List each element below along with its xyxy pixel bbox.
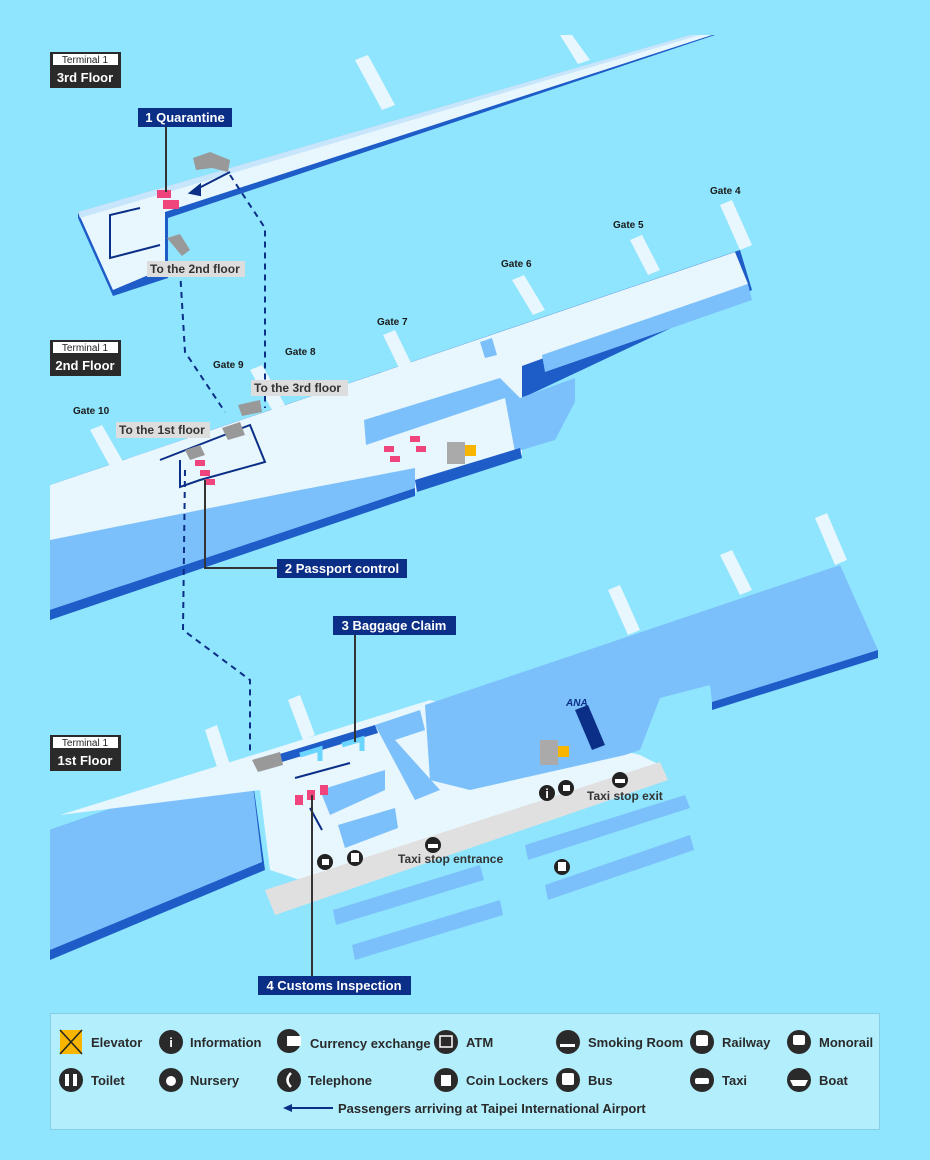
svg-text:Nursery: Nursery [190, 1073, 240, 1088]
legend-elevator: Elevator [59, 1029, 142, 1055]
step-passport-control: 2 Passport control [277, 559, 407, 578]
step-baggage-claim: 3 Baggage Claim [333, 616, 456, 635]
svg-text:4 Customs Inspection: 4 Customs Inspection [266, 978, 401, 993]
legend-monorail: Monorail [787, 1030, 873, 1054]
floor-tag-2nd: Terminal 1 2nd Floor [50, 340, 121, 376]
gate-label: Gate 4 [710, 186, 741, 197]
svg-text:2nd Floor: 2nd Floor [55, 358, 114, 373]
escalator-icon [167, 234, 190, 256]
step-quarantine: 1 Quarantine [138, 108, 232, 127]
legend-currency-exchange: Currency exchange [277, 1029, 431, 1053]
baggage-carousel [299, 745, 323, 761]
svg-text:Monorail: Monorail [819, 1035, 873, 1050]
step-customs-inspection: 4 Customs Inspection [258, 976, 411, 995]
gate-label: Gate 5 [613, 220, 644, 231]
svg-text:Coin Lockers: Coin Lockers [466, 1073, 548, 1088]
svg-text:Passengers arriving at Taipei: Passengers arriving at Taipei Internatio… [338, 1101, 646, 1116]
arrival-route [109, 171, 266, 752]
svg-text:Terminal 1: Terminal 1 [62, 738, 109, 749]
gate-label: Gate 7 [377, 317, 408, 328]
to-3rd-floor-label: To the 3rd floor [254, 381, 341, 395]
legend-atm: ATM [434, 1030, 493, 1054]
legend-information: i Information [159, 1030, 262, 1054]
legend-railway: Railway [690, 1030, 771, 1054]
gate-label: Gate 8 [285, 347, 316, 358]
svg-text:1 Quarantine: 1 Quarantine [145, 110, 224, 125]
currency-exchange-icon [558, 780, 574, 796]
legend-taxi: Taxi [690, 1068, 747, 1092]
information-icon: i [539, 785, 555, 801]
baggage-carousel [341, 735, 365, 751]
currency-exchange-icon [317, 854, 333, 870]
legend-arrival-arrow: Passengers arriving at Taipei Internatio… [283, 1101, 646, 1116]
svg-text:Bus: Bus [588, 1073, 613, 1088]
escalator-icon [193, 152, 230, 172]
gate-label: Gate 10 [73, 406, 110, 417]
elevator-icon [558, 746, 569, 757]
taxi-icon [612, 772, 628, 788]
svg-text:3 Baggage Claim: 3 Baggage Claim [342, 618, 447, 633]
bus-icon [554, 859, 570, 875]
svg-text:Information: Information [190, 1035, 262, 1050]
legend-coin-lockers: Coin Lockers [434, 1068, 548, 1092]
svg-text:1st Floor: 1st Floor [58, 753, 113, 768]
taxi-icon [425, 837, 441, 853]
floor-tag-1st: Terminal 1 1st Floor [50, 735, 121, 771]
legend-telephone: Telephone [277, 1068, 372, 1092]
quarantine-counter [157, 190, 171, 198]
legend-smoking-room: Smoking Room [556, 1030, 683, 1054]
floor-tag-3rd: Terminal 1 3rd Floor [50, 52, 121, 88]
gate-label: Gate 9 [213, 360, 244, 371]
third-floor-plan [78, 35, 715, 296]
svg-text:i: i [545, 786, 549, 801]
svg-text:Toilet: Toilet [91, 1073, 125, 1088]
svg-text:Terminal 1: Terminal 1 [62, 343, 109, 354]
taxi-stop-entrance-label: Taxi stop entrance [398, 852, 503, 866]
svg-text:i: i [169, 1035, 173, 1050]
to-1st-floor-label: To the 1st floor [119, 423, 205, 437]
svg-text:Elevator: Elevator [91, 1035, 142, 1050]
svg-text:Smoking Room: Smoking Room [588, 1035, 683, 1050]
ana-logo: ANA [565, 698, 588, 709]
legend-boat: Boat [787, 1068, 849, 1092]
first-floor-plan: ANA i [50, 513, 878, 960]
taxi-stop-exit-label: Taxi stop exit [587, 789, 663, 803]
bus-icon [347, 850, 363, 866]
quarantine-counter [163, 200, 179, 209]
svg-text:ATM: ATM [466, 1035, 493, 1050]
legend-bus: Bus [556, 1068, 613, 1092]
svg-text:3rd Floor: 3rd Floor [57, 70, 113, 85]
second-floor-plan [50, 200, 752, 620]
svg-text:2 Passport control: 2 Passport control [285, 561, 399, 576]
svg-text:Telephone: Telephone [308, 1073, 372, 1088]
gate-label: Gate 6 [501, 259, 532, 270]
svg-text:Boat: Boat [819, 1073, 849, 1088]
to-2nd-floor-label: To the 2nd floor [150, 262, 240, 276]
elevator-icon [465, 445, 476, 456]
svg-text:Taxi: Taxi [722, 1073, 747, 1088]
legend-nursery: Nursery [159, 1068, 240, 1092]
svg-text:Currency exchange: Currency exchange [310, 1036, 431, 1051]
legend-toilet: Toilet [59, 1068, 125, 1092]
svg-text:Terminal 1: Terminal 1 [62, 55, 109, 66]
svg-text:Railway: Railway [722, 1035, 771, 1050]
